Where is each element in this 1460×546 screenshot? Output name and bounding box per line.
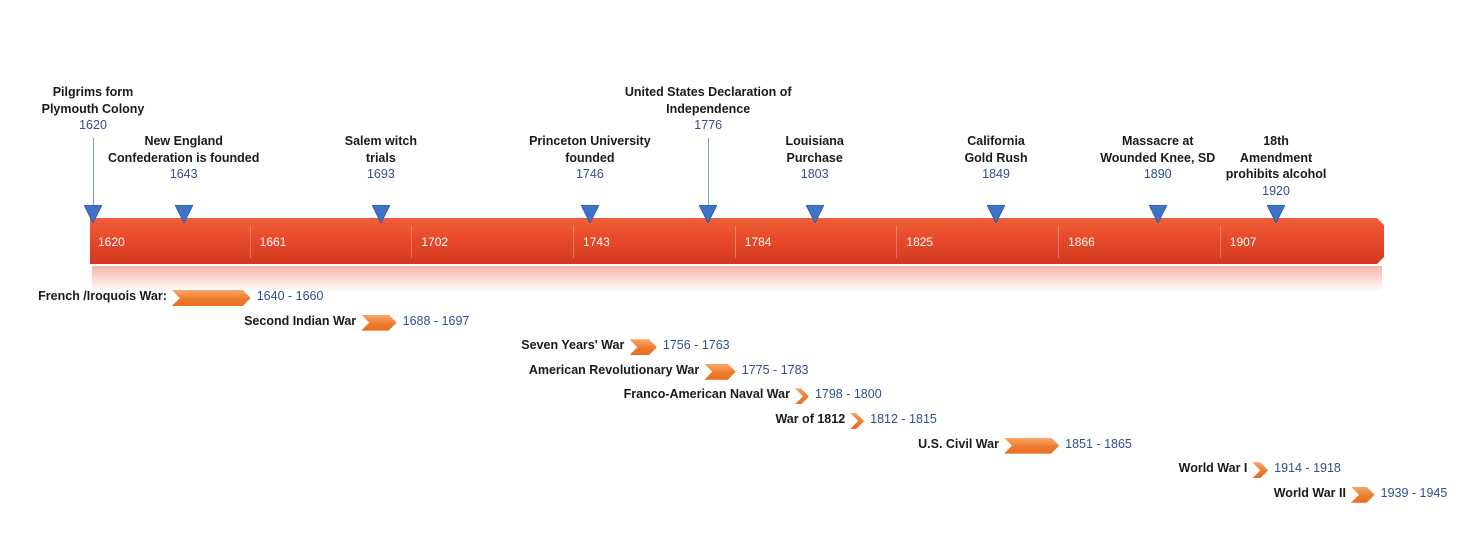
period-chevron — [361, 315, 396, 331]
tick-divider — [1058, 226, 1060, 258]
tick-label: 1784 — [744, 235, 772, 249]
event-label: 18th Amendment prohibits alcohol 1920 — [1176, 133, 1376, 200]
period-name: Seven Years' War — [521, 338, 625, 353]
timeline-bar-reflection — [92, 266, 1382, 292]
tick-label: 1907 — [1229, 235, 1257, 249]
event-title: New England Confederation is founded — [107, 134, 260, 165]
period-name: U.S. Civil War — [918, 436, 999, 451]
period-name: Franco-American Naval War — [623, 387, 790, 402]
tick-label: 1743 — [583, 235, 610, 249]
event-marker-triangle — [1148, 205, 1167, 223]
period-name: World War I — [1178, 461, 1248, 476]
event-title: Louisiana Purchase — [785, 134, 844, 165]
event-title: Princeton University founded — [529, 134, 651, 165]
period-chevron — [704, 364, 736, 380]
event-year: 1920 — [1262, 183, 1290, 198]
period-name: French /Iroquois War: — [38, 289, 167, 303]
timeline-bar — [90, 218, 1384, 264]
period-chevron — [1351, 487, 1375, 503]
period-chevron — [795, 388, 809, 404]
event-leader-line — [93, 138, 94, 208]
period-name: World War II — [1273, 485, 1346, 500]
period-chevron — [172, 290, 251, 306]
tick-divider — [896, 226, 898, 258]
period-chevron — [1004, 438, 1059, 454]
tick-divider — [573, 226, 575, 258]
tick-label: 1866 — [1068, 235, 1095, 249]
event-label: Princeton University founded 1746 — [490, 133, 690, 183]
event-title: United States Declaration of Independenc… — [624, 85, 792, 116]
event-label: Salem witch trials 1693 — [281, 133, 481, 183]
event-title: Pilgrims form Plymouth Colony — [41, 85, 145, 116]
event-year: 1746 — [575, 167, 604, 181]
event-label: United States Declaration of Independenc… — [608, 84, 808, 134]
period-years: 1851 - 1865 — [1065, 436, 1132, 451]
event-year: 1643 — [169, 167, 198, 181]
tick-divider — [1219, 226, 1221, 258]
event-title: Massacre at Wounded Knee, SD — [1100, 134, 1216, 165]
event-label: New England Confederation is founded 1643 — [84, 133, 284, 183]
tick-divider — [411, 226, 413, 258]
event-marker-triangle — [84, 205, 102, 223]
event-marker-triangle — [580, 205, 599, 223]
period-chevron — [850, 413, 864, 429]
event-year: 1803 — [800, 167, 829, 181]
period-chevron — [1252, 462, 1268, 478]
period-years: 1914 - 1918 — [1274, 461, 1341, 476]
event-marker-triangle — [371, 205, 390, 223]
event-year: 1620 — [79, 118, 107, 132]
period-years: 1775 - 1783 — [741, 362, 809, 377]
event-year: 1849 — [982, 167, 1010, 181]
tick-label: 1620 — [98, 235, 125, 249]
period-name: Second Indian War — [244, 313, 357, 328]
event-year: 1693 — [366, 167, 395, 181]
event-year: 1890 — [1143, 167, 1172, 181]
tick-label: 1825 — [906, 235, 934, 249]
event-marker-triangle — [1267, 205, 1286, 223]
event-marker-triangle — [987, 205, 1006, 223]
event-label: Pilgrims form Plymouth Colony 1620 — [0, 84, 193, 134]
event-title: California Gold Rush — [964, 134, 1028, 165]
tick-label: 1661 — [259, 235, 287, 249]
event-label: California Gold Rush 1849 — [896, 133, 1096, 183]
tick-divider — [734, 226, 736, 258]
event-year: 1776 — [694, 118, 723, 132]
period-years: 1756 - 1763 — [662, 338, 730, 353]
event-label: Louisiana Purchase 1803 — [715, 133, 915, 183]
period-name: War of 1812 — [775, 412, 846, 426]
period-years: 1688 - 1697 — [402, 313, 470, 328]
period-years: 1812 - 1815 — [870, 412, 937, 426]
period-years: 1640 - 1660 — [256, 289, 324, 303]
event-title: Salem witch trials — [344, 134, 417, 165]
event-title: 18th Amendment prohibits alcohol — [1225, 134, 1327, 181]
event-label: Massacre at Wounded Knee, SD 1890 — [1058, 133, 1258, 183]
tick-divider — [249, 226, 251, 258]
event-marker-triangle — [699, 205, 718, 223]
event-marker-triangle — [805, 205, 824, 223]
tick-label: 1702 — [421, 235, 449, 249]
event-leader-line — [708, 138, 710, 208]
period-years: 1939 - 1945 — [1380, 485, 1448, 500]
event-marker-triangle — [174, 205, 193, 223]
period-years: 1798 - 1800 — [814, 387, 882, 402]
period-chevron — [629, 339, 657, 355]
period-name: American Revolutionary War — [528, 362, 700, 377]
